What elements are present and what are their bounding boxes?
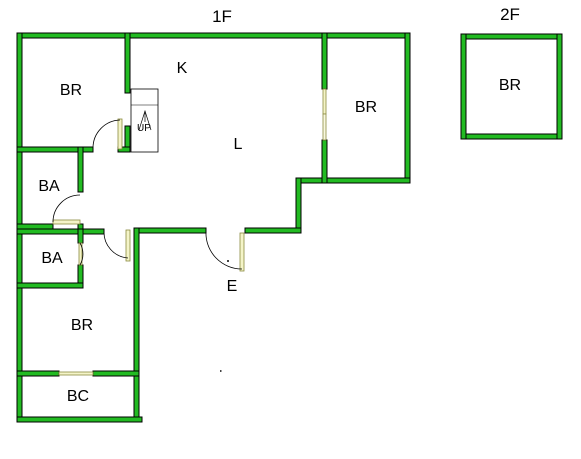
doors-1f [52,88,327,376]
room-label-living: L [234,136,243,153]
room-label-ba-upper: BA [38,178,60,195]
entry-mark [227,260,229,262]
door-br-top-left [92,118,123,150]
door-entry [205,230,245,272]
second-floor-walls [460,33,563,140]
door-bc [58,371,94,376]
stairs-up-label: UP [137,123,151,134]
room-label-br-right: BR [355,99,377,116]
room-label-br-2f: BR [499,77,521,94]
room-label-entry: E [227,278,238,295]
stairs: UP [130,88,159,153]
door-ba-lower [78,242,84,266]
floor-label-2f: 2F [500,5,520,24]
room-label-br-top-left: BR [60,82,82,99]
stray-mark [220,370,222,372]
room-label-ba-lower: BA [41,250,63,267]
room-label-kitchen: K [177,60,188,77]
floor-label-1f: 1F [212,7,232,26]
door-hall [103,229,131,262]
room-label-br-bottom: BR [71,317,93,334]
room-label-bc: BC [67,388,89,405]
interior-walls-1f [16,32,328,377]
door-ba-upper [52,194,81,225]
door-br-right [322,88,327,141]
